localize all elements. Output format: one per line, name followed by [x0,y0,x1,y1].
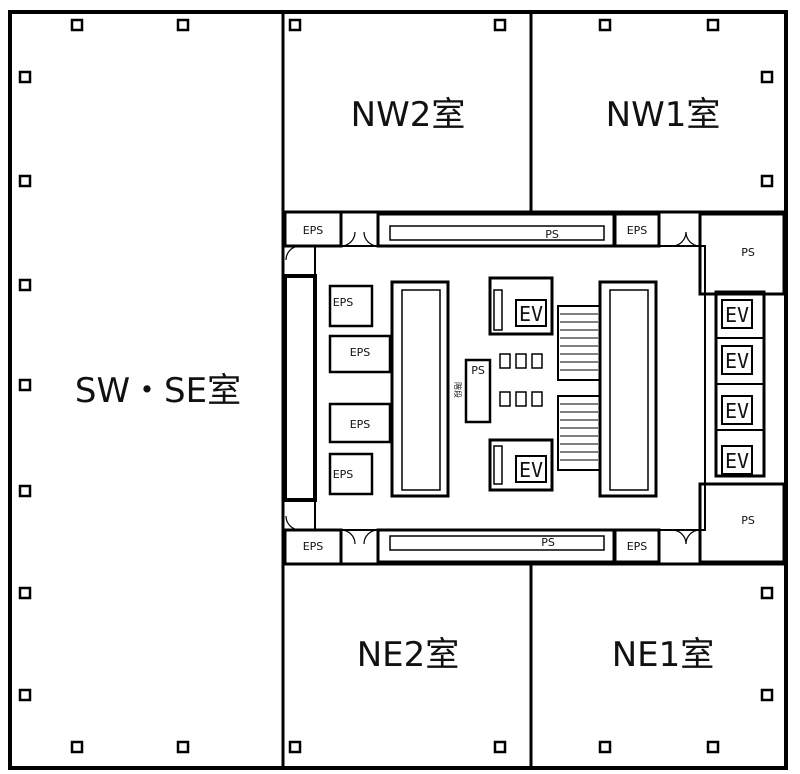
label-ev-east-3: EV [725,399,749,423]
label-eps-core-3: EPS [350,418,371,431]
room-label-sw-se: SW・SE室 [75,371,241,411]
label-eps-core-2: EPS [350,346,371,359]
label-ps-south: PS [541,536,555,549]
label-eps-nw: EPS [303,224,324,237]
room-label-nw1: NW1室 [606,95,721,135]
label-eps-ne: EPS [627,224,648,237]
core [283,210,786,566]
label-ps-core: PS [471,364,485,377]
room-label-ne2: NE2室 [357,635,460,675]
ev-boxes [515,299,753,483]
outer-wall [8,10,788,770]
label-ps-east-north: PS [741,246,755,259]
label-ev-east-1: EV [725,303,749,327]
label-ev-east-4: EV [725,449,749,473]
label-ev-core-south: EV [519,458,543,482]
label-eps-core-1: EPS [333,296,354,309]
label-ev-east-2: EV [725,349,749,373]
label-ev-core-north: EV [519,302,543,326]
fixtures [493,289,543,485]
label-ps-north: PS [545,228,559,241]
stair-treads [560,313,598,461]
label-eps-sw: EPS [303,540,324,553]
label-eps-core-4: EPS [333,468,354,481]
label-ps-east-south: PS [741,514,755,527]
label-eps-se: EPS [627,540,648,553]
room-label-ne1: NE1室 [612,635,715,675]
label-stair: 階段 [453,382,463,398]
room-label-nw2: NW2室 [351,95,466,135]
door-swings [285,231,701,545]
columns [18,18,774,754]
